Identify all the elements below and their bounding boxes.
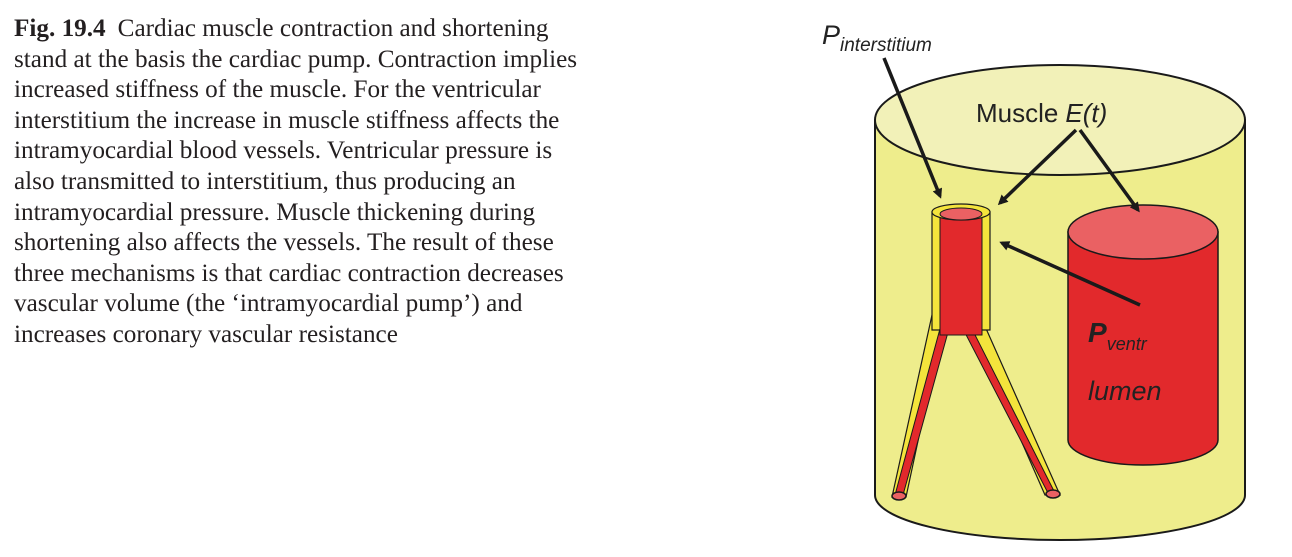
- caption-line: three mechanisms is that cardiac contrac…: [14, 259, 564, 287]
- muscle-word: Muscle: [976, 98, 1058, 128]
- caption-line: interstitium the increase in muscle stif…: [14, 106, 560, 134]
- arrows: [882, 57, 1141, 307]
- caption-line: increases coronary vascular resistance: [14, 320, 398, 348]
- lumen-label: lumen: [1088, 376, 1162, 406]
- figure-label: Fig. 19.4: [14, 15, 106, 42]
- caption-line: intramyocardial pressure. Muscle thicken…: [14, 198, 536, 226]
- arrow-muscle-to-vessel: [997, 128, 1078, 206]
- muscle-cylinder-top: [874, 64, 1246, 176]
- arrow-interstitium-to-vessel: [882, 57, 943, 199]
- caption-line: intramyocardial blood vessels. Ventricul…: [14, 137, 553, 165]
- caption-line: shortening also affects the vessels. The…: [14, 229, 554, 257]
- caption-line: Fig. 19.4 Cardiac muscle contraction and …: [14, 14, 754, 45]
- p-ventr-label: Pventr: [1088, 317, 1148, 354]
- vessel-right-end: [1045, 489, 1061, 499]
- p-interstitium-label: Pinterstitium: [822, 20, 932, 56]
- caption-line: stand at the basis the cardiac pump. Con…: [14, 45, 578, 73]
- lumen-cylinder-top: [1067, 204, 1219, 260]
- arrow-pressure-to-vessel: [999, 241, 1141, 307]
- p-ventr-symbol: P: [1088, 317, 1107, 348]
- intramyocardial-vessel: [891, 203, 1061, 501]
- caption-line: increased stiffness of the muscle. For t…: [14, 76, 541, 104]
- caption-line: vascular volume (the ‘intramyocardial pu…: [14, 290, 523, 318]
- vessel-core-top: [939, 207, 983, 221]
- caption-line: also transmitted to interstitium, thus p…: [14, 167, 516, 195]
- arrow-muscle-to-lumen: [1078, 128, 1140, 213]
- p-ventr-subscript: ventr: [1107, 334, 1148, 354]
- elastance-symbol: E(t): [1065, 98, 1107, 128]
- vessel-left-end: [891, 491, 907, 501]
- p-interstitium-symbol: P: [822, 20, 840, 50]
- figure-caption: Fig. 19.4 Cardiac muscle contraction and …: [14, 14, 754, 351]
- caption-text: Cardiac muscle contraction and shortenin…: [117, 15, 549, 42]
- p-interstitium-subscript: interstitium: [840, 35, 932, 56]
- vessel-core-trunk: [939, 213, 983, 336]
